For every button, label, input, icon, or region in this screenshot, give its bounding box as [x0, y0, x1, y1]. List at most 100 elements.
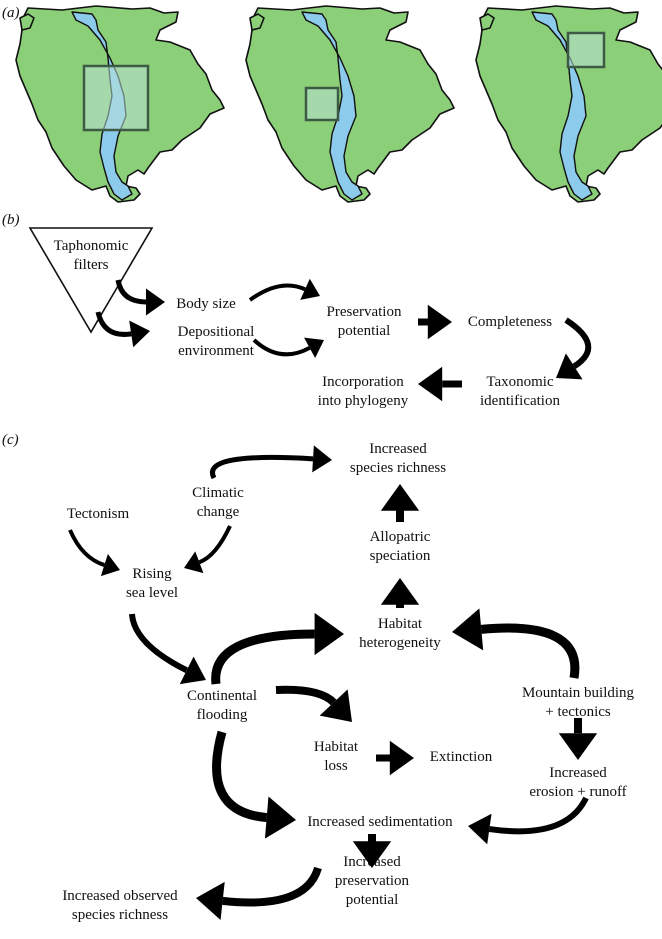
label-line: flooding [197, 707, 248, 723]
depositional-to-preservation-arrowhead [304, 337, 324, 359]
label-line: species richness [72, 907, 168, 923]
preservation-to-completeness-arrowhead [427, 304, 452, 340]
completeness-to-taxonomic-arrowhead [556, 353, 583, 380]
label-line: Depositional [178, 324, 255, 340]
sampling-square-small [304, 86, 340, 122]
panel-c-label: (c) [2, 432, 19, 448]
label-sedimentation: Increased sedimentation [307, 814, 453, 830]
label-line: Habitat [378, 616, 423, 632]
label-body-size: Body size [176, 296, 236, 312]
label-mountain: Mountain building + tectonics [522, 685, 635, 720]
panel-a-label: (a) [2, 5, 20, 21]
climatic-to-rising-arrowhead [184, 551, 204, 574]
erosion-to-sedimentation-arrowhead [468, 813, 492, 845]
label-line: Preservation [327, 304, 402, 320]
label-line: + tectonics [545, 704, 611, 720]
label-line: Rising [132, 566, 172, 582]
tectonism-to-rising-arrow [68, 529, 106, 567]
label-line: Taxonomic [486, 374, 554, 390]
label-line: potential [338, 323, 391, 339]
label-completeness: Completeness [468, 314, 552, 330]
label-habitat-loss: Habitat loss [314, 739, 359, 774]
label-line: Increased observed [62, 888, 178, 904]
label-observed: Increased observed species richness [62, 888, 178, 923]
label-continental: Continental flooding [187, 688, 257, 723]
label-heterogeneity: Habitat heterogeneity [359, 616, 441, 651]
label-climatic: Climatic change [192, 485, 244, 520]
label-line: filters [74, 257, 109, 273]
sampling-square-large [82, 64, 150, 132]
label-line: sea level [126, 585, 178, 601]
label-line: Mountain building [522, 685, 635, 701]
label-line: Taphonomic [54, 238, 129, 254]
label-line: Climatic [192, 485, 244, 501]
climatic-to-richness-arrow [210, 454, 314, 480]
preservation-to-observed-arrowhead [196, 881, 225, 920]
allopatric-to-richness-arrowhead [380, 484, 420, 511]
label-taphonomic: Taphonomic filters [54, 238, 129, 273]
mountain-to-heterogeneity-arrowhead [452, 608, 484, 651]
mountain-to-heterogeneity-arrow [480, 623, 580, 679]
label-line: Body size [176, 296, 236, 312]
label-allopatric: Allopatric speciation [370, 529, 431, 564]
sampling-square-upland [566, 31, 606, 69]
filters-to-bodysize-arrow [115, 279, 147, 305]
label-line: species richness [350, 460, 446, 476]
taxonomic-to-incorporation-arrowhead [418, 366, 443, 402]
label-line: preservation [335, 873, 410, 889]
climatic-to-richness-arrowhead [312, 445, 332, 473]
continental-to-habitatloss-arrowhead [319, 689, 352, 722]
label-line: heterogeneity [359, 635, 441, 651]
filters-to-bodysize-arrowhead [146, 288, 165, 316]
label-line: speciation [370, 548, 431, 564]
filters-to-depositional-arrow [95, 311, 132, 337]
label-line: Habitat [314, 739, 359, 755]
label-line: erosion + runoff [529, 784, 626, 800]
bodysize-to-preservation-arrow [248, 283, 306, 302]
label-line: Extinction [430, 749, 493, 765]
label-extinction: Extinction [430, 749, 493, 765]
continental-to-heterogeneity-arrowhead [314, 612, 344, 656]
sedimentation-to-preservation-arrowhead [352, 841, 392, 868]
label-line: Increased [369, 441, 427, 457]
panel-b-label: (b) [2, 212, 20, 228]
label-line: Increased [549, 765, 607, 781]
bodysize-to-preservation-arrowhead [300, 278, 320, 300]
filters-to-depositional-arrowhead [129, 320, 150, 348]
label-rising: Rising sea level [126, 566, 178, 601]
label-preservation: Preservation potential [327, 304, 402, 339]
rising-to-continental-arrowhead [179, 656, 206, 685]
label-line: Continental [187, 688, 257, 704]
label-line: change [197, 504, 240, 520]
continental-to-habitatloss-arrow [275, 685, 337, 706]
rising-to-continental-arrow [129, 613, 189, 674]
label-line: Allopatric [370, 529, 431, 545]
label-incorporation: Incorporation into phylogeny [318, 374, 409, 409]
label-line: Increased sedimentation [307, 814, 453, 830]
label-line: into phylogeny [318, 393, 409, 409]
label-line: potential [346, 892, 399, 908]
continental-to-sedimentation-arrowhead [264, 796, 296, 839]
taphonomic-funnel [28, 227, 154, 334]
label-inc-richness: Increased species richness [350, 441, 446, 476]
label-line: loss [324, 758, 348, 774]
map-island [19, 13, 35, 31]
label-tectonism: Tectonism [67, 506, 130, 522]
mountain-to-erosion-arrowhead [558, 733, 598, 760]
completeness-to-taxonomic-arrow [564, 317, 592, 369]
climatic-to-rising-arrow [198, 525, 232, 565]
continental-to-sedimentation-arrow [212, 730, 268, 823]
heterogeneity-to-allopatric-arrowhead [380, 578, 420, 605]
habitatloss-to-extinction-arrowhead [389, 740, 414, 776]
depositional-to-preservation-arrow [252, 338, 311, 357]
label-erosion: Increased erosion + runoff [529, 765, 626, 800]
label-line: Incorporation [322, 374, 404, 390]
tectonism-to-rising-arrowhead [100, 553, 120, 577]
label-line: Tectonism [67, 506, 130, 522]
continental-to-heterogeneity-arrow [211, 629, 315, 685]
preservation-to-observed-arrow [222, 866, 322, 907]
map-2 [245, 5, 455, 203]
